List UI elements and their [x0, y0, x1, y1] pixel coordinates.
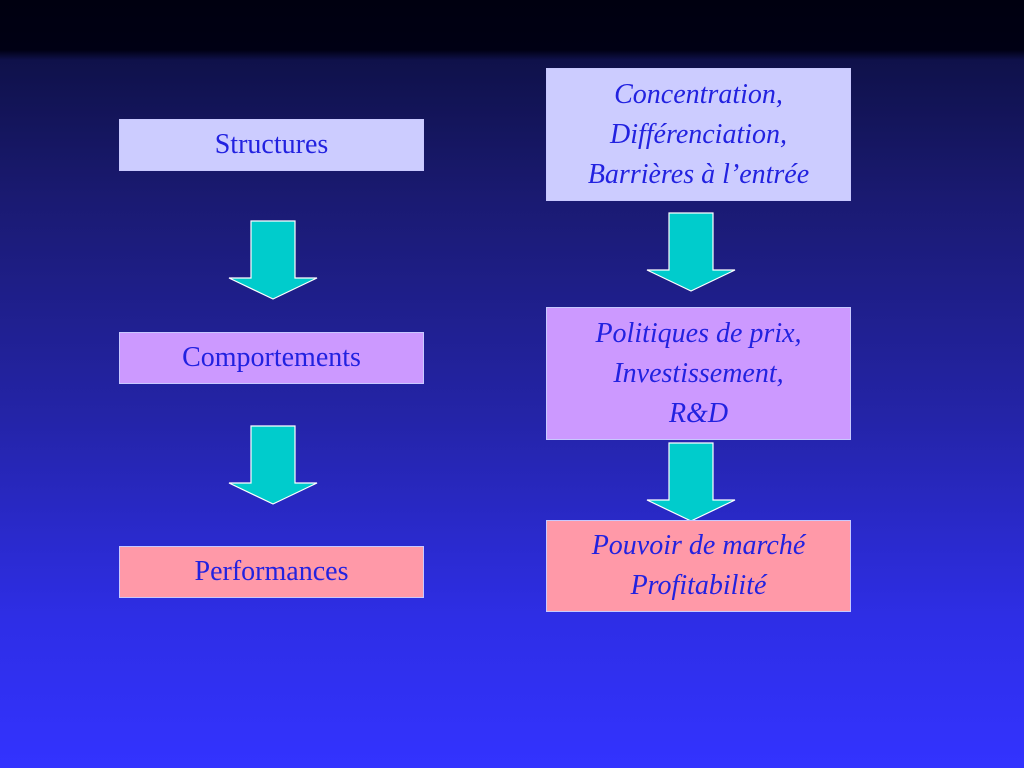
down-arrow-icon — [228, 425, 318, 505]
structure-detail-line: Différenciation, — [609, 118, 788, 150]
down-arrow-icon — [228, 220, 318, 300]
structure-details-box: Concentration, Différenciation, Barrière… — [546, 68, 851, 201]
structure-detail-line: Barrières à l’entrée — [587, 158, 810, 190]
performance-details-box: Pouvoir de marché Profitabilité — [546, 520, 851, 612]
comportements-label: Comportements — [182, 342, 361, 373]
performances-box: Performances — [119, 546, 424, 598]
down-arrow-icon — [646, 212, 736, 292]
performances-label: Performances — [194, 556, 349, 587]
comportements-box: Comportements — [119, 332, 424, 384]
down-arrow-icon — [646, 442, 736, 522]
structures-box: Structures — [119, 119, 424, 171]
behavior-detail-line: R&D — [668, 397, 729, 429]
structure-detail-line: Concentration, — [614, 78, 783, 110]
behavior-detail-line: Investissement, — [613, 357, 784, 389]
behavior-details-box: Politiques de prix, Investissement, R&D — [546, 307, 851, 440]
performance-detail-line: Pouvoir de marché — [591, 530, 806, 561]
behavior-detail-line: Politiques de prix, — [595, 317, 802, 349]
structures-label: Structures — [214, 129, 329, 160]
performance-detail-line: Profitabilité — [630, 570, 767, 601]
